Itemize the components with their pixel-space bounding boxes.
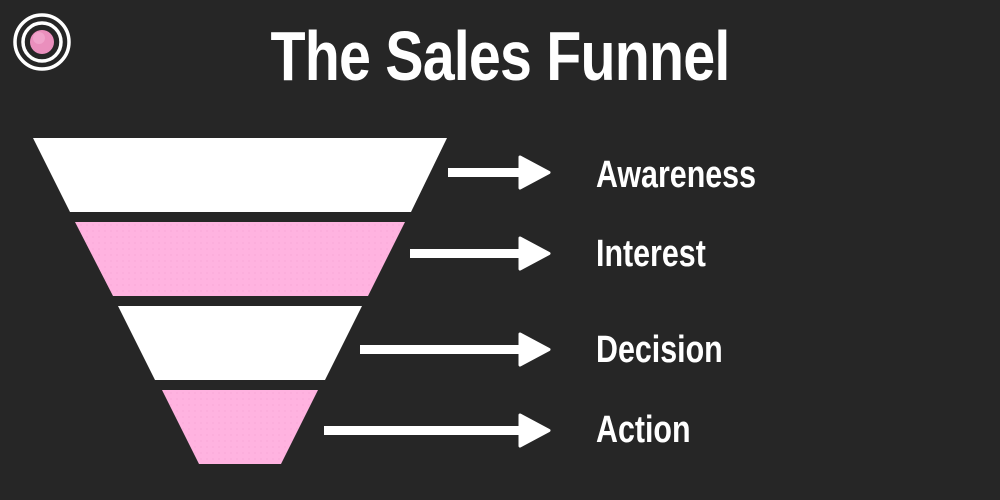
- stage-label-awareness: Awareness: [596, 154, 756, 196]
- stage-label-decision: Decision: [596, 329, 723, 371]
- target-logo-icon: [13, 13, 71, 71]
- arrow-right-icon: [360, 332, 551, 367]
- funnel-layer-interest: [75, 222, 405, 296]
- page-title: The Sales Funnel: [270, 17, 731, 95]
- stage-label-action: Action: [596, 409, 691, 451]
- arrow-right-icon: [324, 413, 551, 448]
- funnel-layer-awareness: [33, 138, 447, 212]
- stage-label-interest: Interest: [596, 233, 706, 275]
- arrow-right-icon: [448, 155, 551, 190]
- funnel-layer-decision: [118, 306, 362, 380]
- funnel-layer-action: [162, 390, 318, 464]
- arrow-right-icon: [410, 236, 551, 271]
